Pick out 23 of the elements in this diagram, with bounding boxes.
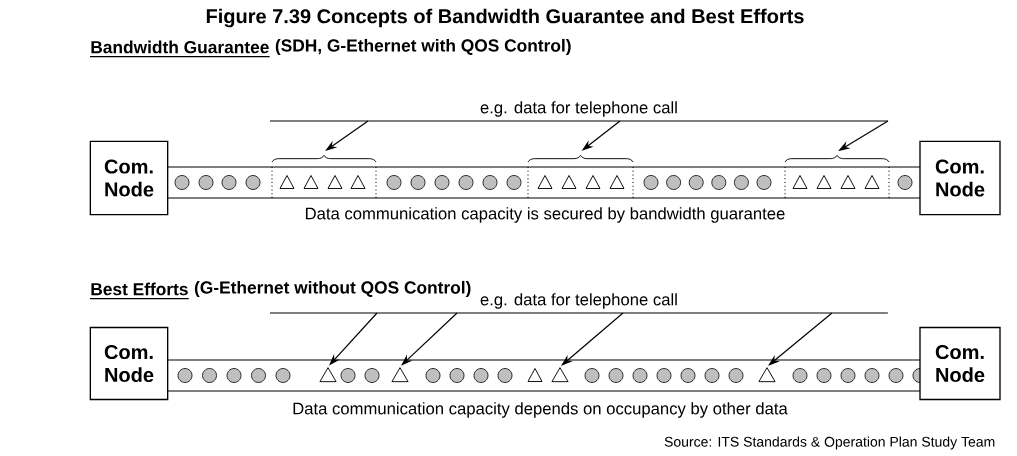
triangle-symbol <box>758 367 776 383</box>
leader-line <box>401 312 458 366</box>
triangle-symbol <box>319 367 337 383</box>
section-heading: Best Efforts <box>89 282 190 300</box>
brace <box>784 154 890 163</box>
figure-title: Figure 7.39 Concepts of Bandwidth Guarantee and Best Efforts <box>206 8 804 28</box>
section-heading: (G-Ethernet without QOS Control) <box>194 280 471 298</box>
section-heading: (SDH, G-Ethernet with QOS Control) <box>275 38 571 56</box>
node-box: Com. Node <box>919 140 1001 216</box>
callout-text: e.g. data for telephone call <box>269 101 889 122</box>
triangle-symbol <box>391 367 409 383</box>
caption-text: Data communication capacity depends on occupancy by other data <box>293 402 788 418</box>
brace <box>271 154 377 163</box>
node-box: Com. Node <box>89 140 169 216</box>
leader-line <box>561 312 624 366</box>
leader-line <box>768 312 833 366</box>
section-heading: Bandwidth Guarantee <box>89 40 271 58</box>
triangle-symbol <box>551 367 569 383</box>
node-box: Com. Node <box>89 326 169 401</box>
caption-text: Data communication capacity is secured by bandwidth guarantee <box>305 207 785 223</box>
node-box: Com. Node <box>919 326 1001 401</box>
brace <box>527 154 634 163</box>
source-note: Source: ITS Standards & Operation Plan Study Team <box>664 436 995 450</box>
